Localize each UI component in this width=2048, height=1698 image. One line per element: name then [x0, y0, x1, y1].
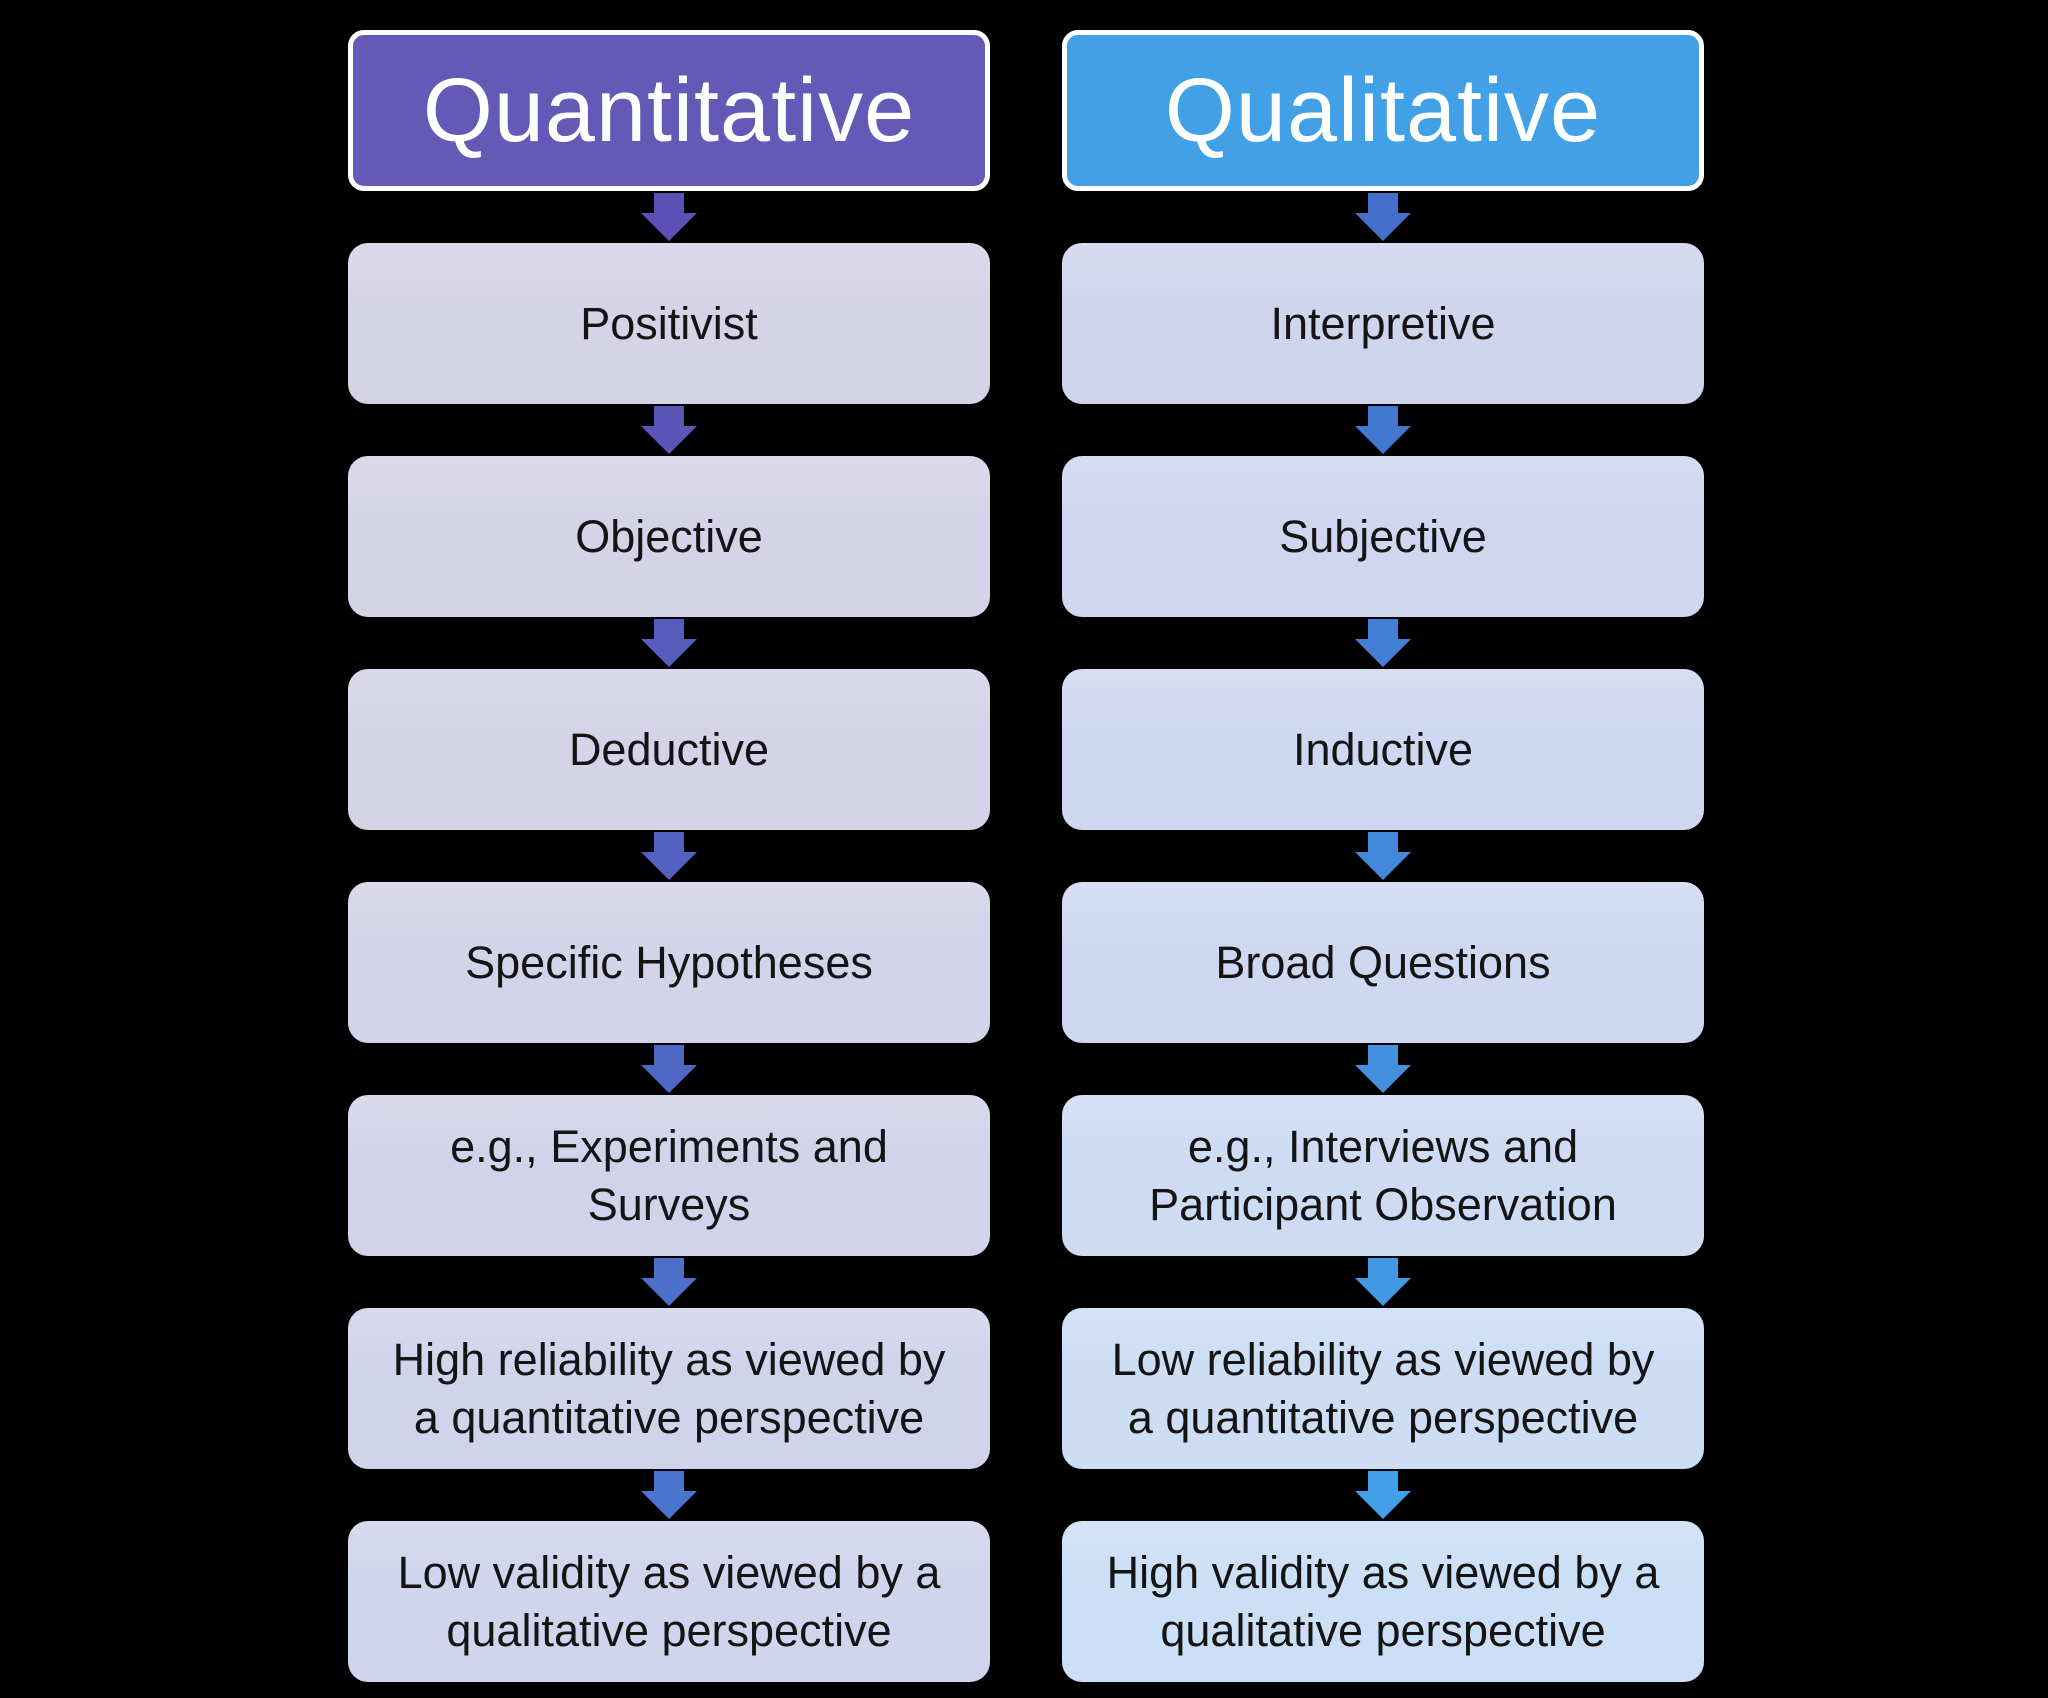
box-low-reliability: Low reliability as viewed by a quantitat… [1062, 1308, 1704, 1469]
header-quantitative: Quantitative [348, 30, 990, 191]
box-specific-hypotheses: Specific Hypotheses [348, 882, 990, 1043]
box-interviews-observation-label: e.g., Interviews and Participant Observa… [1149, 1120, 1617, 1230]
arrow-slot [1062, 1469, 1704, 1521]
box-high-validity: High validity as viewed by a qualitative… [1062, 1521, 1704, 1682]
box-objective-label: Objective [575, 510, 763, 562]
box-specific-hypotheses-label: Specific Hypotheses [465, 936, 873, 988]
down-arrow-icon [1355, 406, 1411, 454]
arrow-slot [348, 1256, 990, 1308]
box-interpretive: Interpretive [1062, 243, 1704, 404]
box-low-reliability-label: Low reliability as viewed by a quantitat… [1111, 1333, 1655, 1443]
box-experiments-surveys-label: e.g., Experiments and Surveys [450, 1120, 888, 1230]
down-arrow-icon [641, 1471, 697, 1519]
column-qualitative: Qualitative Interpretive Subjective Indu… [1062, 30, 1704, 1698]
box-high-reliability-label: High reliability as viewed by a quantita… [392, 1333, 946, 1443]
box-experiments-surveys: e.g., Experiments and Surveys [348, 1095, 990, 1256]
arrow-slot [1062, 404, 1704, 456]
box-broad-questions-label: Broad Questions [1215, 936, 1551, 988]
box-high-reliability: High reliability as viewed by a quantita… [348, 1308, 990, 1469]
arrow-slot [348, 404, 990, 456]
arrow-slot [1062, 1043, 1704, 1095]
down-arrow-icon [641, 1045, 697, 1093]
down-arrow-icon [641, 619, 697, 667]
header-qualitative-label: Qualitative [1164, 60, 1602, 161]
box-inductive: Inductive [1062, 669, 1704, 830]
down-arrow-icon [641, 832, 697, 880]
box-interpretive-label: Interpretive [1270, 297, 1496, 349]
box-positivist: Positivist [348, 243, 990, 404]
arrow-slot [1062, 1256, 1704, 1308]
arrow-slot [348, 1469, 990, 1521]
box-low-validity: Low validity as viewed by a qualitative … [348, 1521, 990, 1682]
box-inductive-label: Inductive [1292, 723, 1474, 775]
arrow-slot [348, 830, 990, 882]
box-deductive-label: Deductive [568, 723, 770, 775]
down-arrow-icon [641, 406, 697, 454]
arrow-slot [1062, 191, 1704, 243]
arrow-slot [348, 617, 990, 669]
box-high-validity-label: High validity as viewed by a qualitative… [1106, 1546, 1660, 1656]
box-subjective: Subjective [1062, 456, 1704, 617]
box-interviews-observation: e.g., Interviews and Participant Observa… [1062, 1095, 1704, 1256]
down-arrow-icon [1355, 832, 1411, 880]
box-subjective-label: Subjective [1279, 510, 1487, 562]
down-arrow-icon [1355, 1258, 1411, 1306]
column-quantitative: Quantitative Positivist Objective Deduct… [348, 30, 990, 1698]
arrow-slot [1062, 617, 1704, 669]
down-arrow-icon [1355, 1471, 1411, 1519]
down-arrow-icon [1355, 1045, 1411, 1093]
down-arrow-icon [641, 1258, 697, 1306]
box-broad-questions: Broad Questions [1062, 882, 1704, 1043]
down-arrow-icon [1355, 193, 1411, 241]
box-positivist-label: Positivist [580, 297, 758, 349]
arrow-slot [348, 1043, 990, 1095]
down-arrow-icon [641, 193, 697, 241]
header-qualitative: Qualitative [1062, 30, 1704, 191]
arrow-slot [1062, 830, 1704, 882]
header-quantitative-label: Quantitative [422, 60, 916, 161]
arrow-slot [348, 191, 990, 243]
box-low-validity-label: Low validity as viewed by a qualitative … [397, 1546, 941, 1656]
box-objective: Objective [348, 456, 990, 617]
box-deductive: Deductive [348, 669, 990, 830]
down-arrow-icon [1355, 619, 1411, 667]
